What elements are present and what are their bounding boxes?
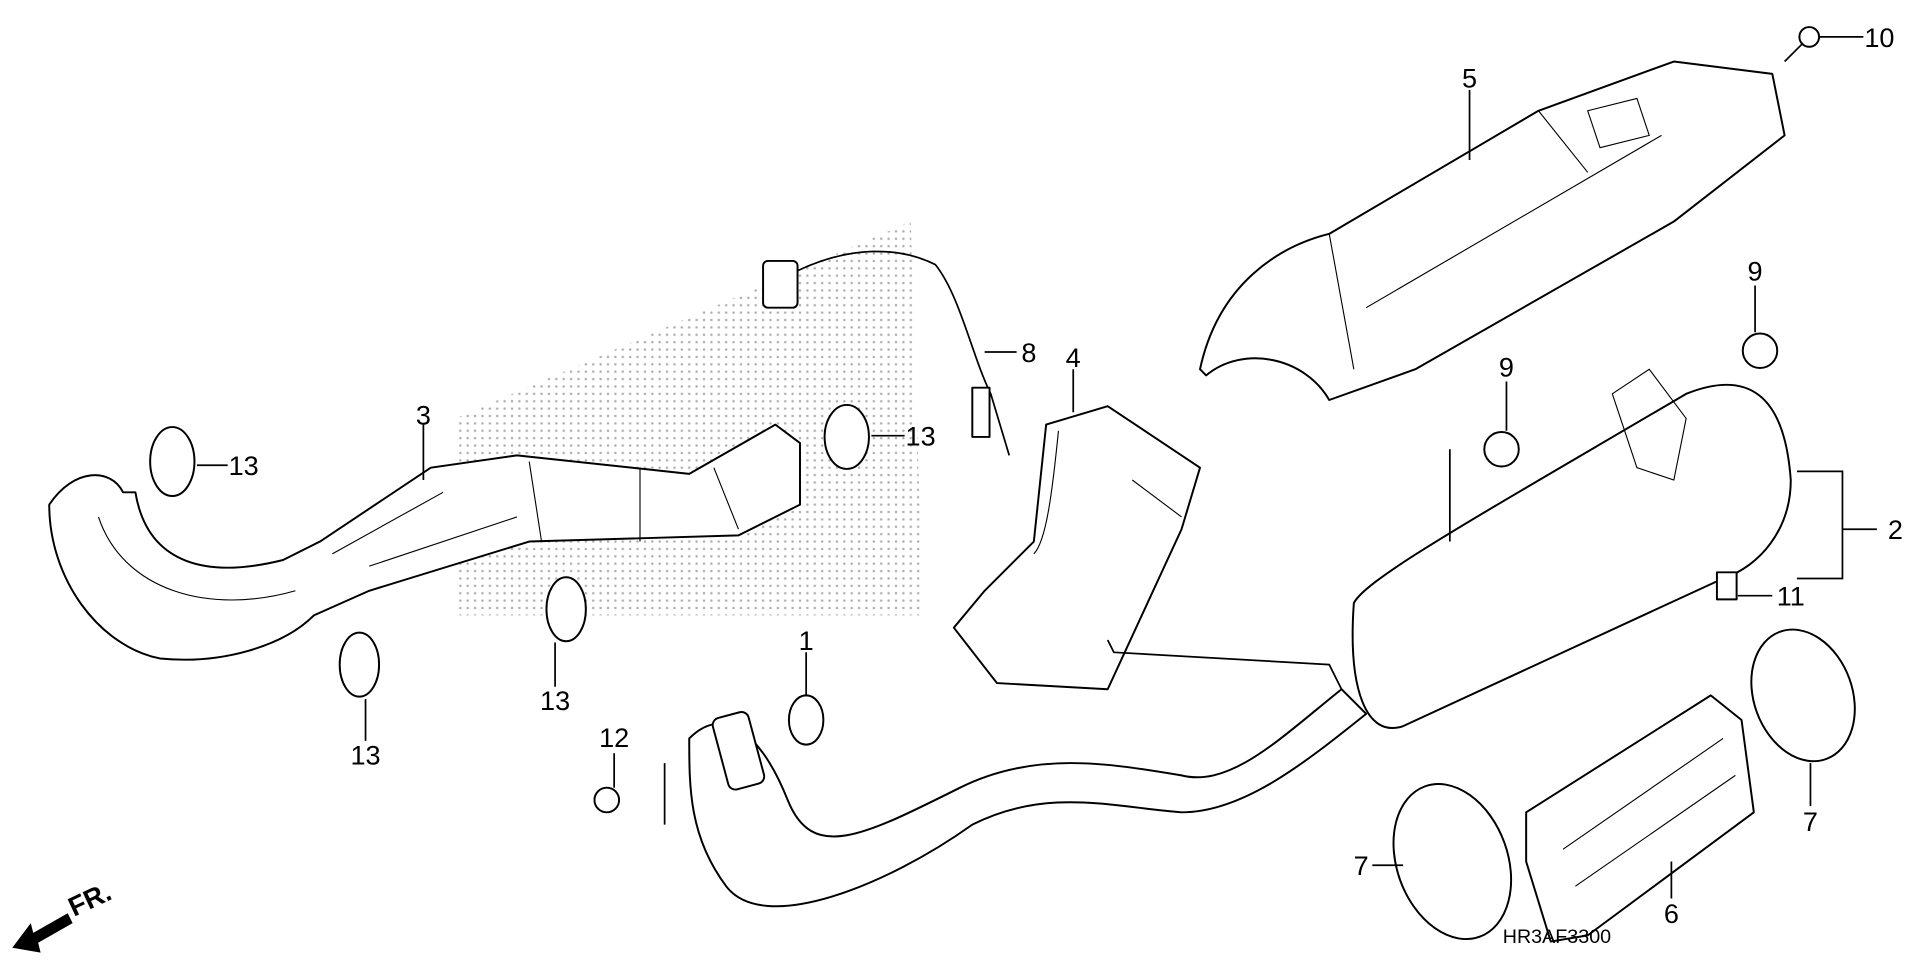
part-13-clamp — [149, 426, 196, 497]
part-10-bolt — [1784, 26, 1821, 63]
callout-7: 7 — [1803, 806, 1818, 837]
leader-lines — [196, 36, 1877, 899]
callout-9: 9 — [1499, 352, 1514, 383]
callout-7: 7 — [1354, 850, 1369, 881]
callout-13: 13 — [229, 450, 259, 481]
callout-9: 9 — [1748, 256, 1763, 287]
part-1-gasket — [787, 694, 825, 746]
part-7-band-right — [1750, 628, 1856, 763]
callout-13: 13 — [540, 685, 570, 716]
callout-4: 4 — [1066, 342, 1081, 373]
callout-5: 5 — [1462, 62, 1477, 93]
callout-13: 13 — [906, 421, 936, 452]
part-4-protector — [952, 405, 1201, 691]
exhaust-pipe — [688, 688, 1368, 908]
callout-11: 11 — [1777, 581, 1805, 612]
part-13-clamp — [545, 576, 587, 643]
part-9-grommet — [1741, 332, 1779, 369]
part-5-muffler-cover — [1199, 60, 1786, 401]
callout-1: 1 — [799, 625, 814, 656]
part-6-protector — [1525, 694, 1755, 943]
callout-6: 6 — [1664, 898, 1679, 929]
part-2-muffler — [1351, 368, 1792, 729]
callout-13: 13 — [350, 739, 380, 770]
front-label: FR. — [63, 876, 116, 923]
front-direction-indicator: FR. — [12, 876, 116, 953]
part-12-nut — [593, 786, 621, 814]
part-7-band-left — [1392, 783, 1513, 941]
part-11-nut — [1715, 571, 1738, 601]
arrow-icon — [12, 913, 73, 953]
diagram-code: HR3AF3300 — [1503, 926, 1611, 948]
part-13-clamp — [823, 403, 870, 470]
callout-3: 3 — [416, 400, 431, 431]
callout-2: 2 — [1888, 514, 1903, 545]
callout-12: 12 — [599, 722, 629, 753]
callout-10: 10 — [1864, 22, 1894, 53]
callout-8: 8 — [1021, 337, 1036, 368]
part-9-grommet — [1483, 431, 1520, 468]
part-13-clamp — [338, 631, 381, 698]
part-8-oxygen-sensor — [762, 250, 1011, 456]
part-3-exhaust-pipe — [48, 423, 801, 661]
